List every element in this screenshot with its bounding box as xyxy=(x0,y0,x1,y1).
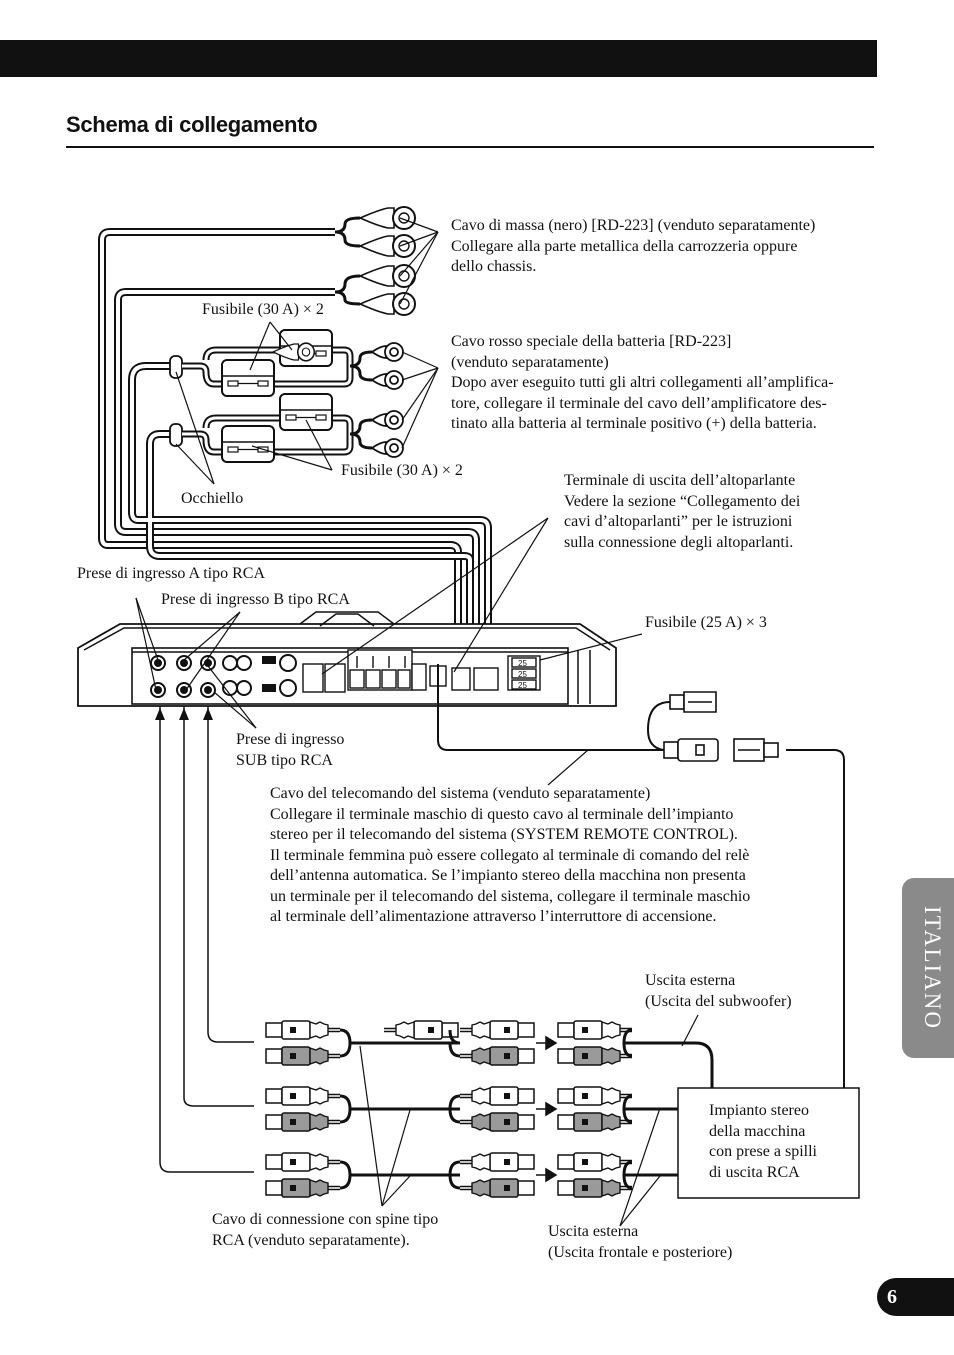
top-bar xyxy=(0,40,877,77)
fuse-25-label: Fusibile (25 A) × 3 xyxy=(645,614,767,631)
input-b-label: Prese di ingresso B tipo RCA xyxy=(161,591,350,608)
rca-plugs-right xyxy=(557,1020,633,1198)
speaker-terminal-blocks xyxy=(302,649,499,693)
battery-cable-label: Cavo rosso speciale della batteria [RD-2… xyxy=(451,333,834,432)
amp-fuse-value: 25 xyxy=(518,670,527,679)
remote-connectors xyxy=(663,691,779,762)
amp-small-switches xyxy=(262,656,276,692)
title-rule xyxy=(66,146,874,148)
page-number-tab: 6 xyxy=(877,1278,954,1316)
amp-rca-jacks xyxy=(150,654,297,698)
ground-terminals xyxy=(359,206,416,316)
amp-fuse-values: 25 25 25 xyxy=(518,659,527,690)
remote-wire xyxy=(437,664,845,1088)
ground-cable-label: Cavo di massa (nero) [RD-223] (venduto s… xyxy=(451,217,816,275)
connect-arrows xyxy=(536,1035,558,1183)
rca-plugs xyxy=(265,1086,341,1198)
rca-cable-bodies xyxy=(339,1028,461,1190)
sub-output-label: Uscita esterna(Uscita del subwoofer) xyxy=(645,972,792,1010)
fuse-label-top: Fusibile (30 A) × 2 xyxy=(202,301,324,318)
head-unit-box xyxy=(677,1087,860,1199)
language-tab xyxy=(902,878,954,1058)
leader-lines xyxy=(135,217,699,1227)
grommet-label: Occhiello xyxy=(181,490,244,507)
front-rear-output-label: Uscita esterna(Uscita frontale e posteri… xyxy=(548,1223,733,1261)
amp-fuse-box xyxy=(507,655,541,691)
grommet xyxy=(169,355,183,447)
rca-input-cables xyxy=(159,706,254,1173)
battery-ring-terminals xyxy=(370,342,404,458)
language-tab-text: ITALIANO xyxy=(920,905,945,1031)
page-number: 6 xyxy=(887,1286,897,1308)
remote-cable-label: Cavo del telecomando del sistema (vendut… xyxy=(270,785,751,925)
input-a-label: Prese di ingresso A tipo RCA xyxy=(77,565,266,582)
page-title: Schema di collegamento xyxy=(66,112,318,137)
amp-fuse-value: 25 xyxy=(518,681,527,690)
rca-plugs-middle xyxy=(459,1020,535,1198)
amp-fuse-value: 25 xyxy=(518,659,527,668)
fuse-label-mid: Fusibile (30 A) × 2 xyxy=(341,462,463,479)
